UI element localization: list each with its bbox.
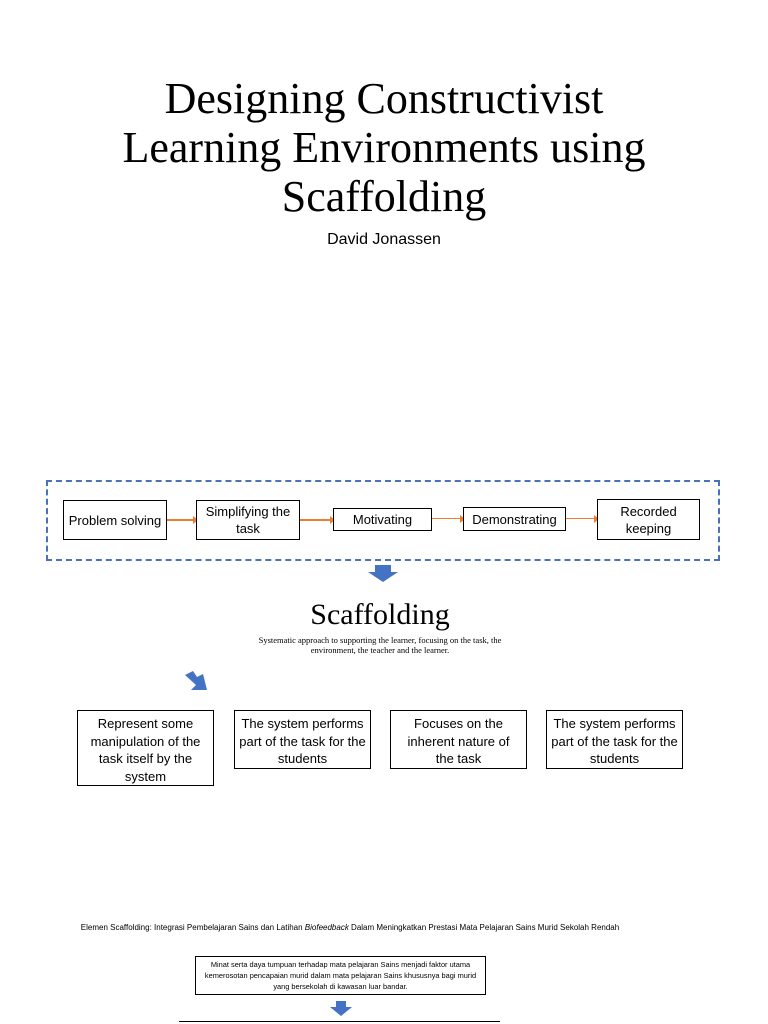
flow-step-recorded-keeping: Recorded keeping xyxy=(597,499,700,540)
caption-text: Elemen Scaffolding: Integrasi Pembelajar… xyxy=(80,923,305,932)
scaffolding-description: Systematic approach to supporting the le… xyxy=(258,635,502,655)
caption: Elemen Scaffolding: Integrasi Pembelajar… xyxy=(70,922,630,933)
statement-box: Minat serta daya tumpuan terhadap mata p… xyxy=(195,956,486,995)
flow-step-problem-solving: Problem solving xyxy=(63,500,167,540)
diagonal-arrow-icon xyxy=(185,671,207,690)
down-arrow-icon xyxy=(330,1001,352,1016)
author: David Jonassen xyxy=(327,231,441,248)
document-title: Designing Constructivist Learning Enviro… xyxy=(0,74,768,221)
flow-step-simplifying: Simplifying the task xyxy=(196,500,300,540)
caption-italic: Biofeedback xyxy=(304,923,349,932)
title-line: Learning Environments using xyxy=(122,123,646,172)
card: The system performs part of the task for… xyxy=(546,710,683,769)
caption-text: Dalam Meningkatkan Prestasi Mata Pelajar… xyxy=(348,923,620,932)
card: The system performs part of the task for… xyxy=(234,710,371,769)
flow-step-motivating: Motivating xyxy=(333,508,432,531)
title-line: Scaffolding xyxy=(281,172,487,221)
arrow-right-icon xyxy=(167,516,198,524)
title-line: Designing Constructivist xyxy=(164,74,604,123)
flow-step-demonstrating: Demonstrating xyxy=(463,507,566,531)
scaffolding-heading: Scaffolding xyxy=(310,598,450,631)
arrow-right-icon xyxy=(566,515,599,523)
arrow-right-icon xyxy=(432,515,465,523)
card: Represent some manipulation of the task … xyxy=(77,710,214,786)
card: Focuses on the inherent nature of the ta… xyxy=(390,710,527,769)
flow-frame xyxy=(46,480,720,561)
next-box-edge xyxy=(179,1021,500,1024)
down-arrow-icon xyxy=(368,565,398,582)
arrow-right-icon xyxy=(300,516,335,524)
